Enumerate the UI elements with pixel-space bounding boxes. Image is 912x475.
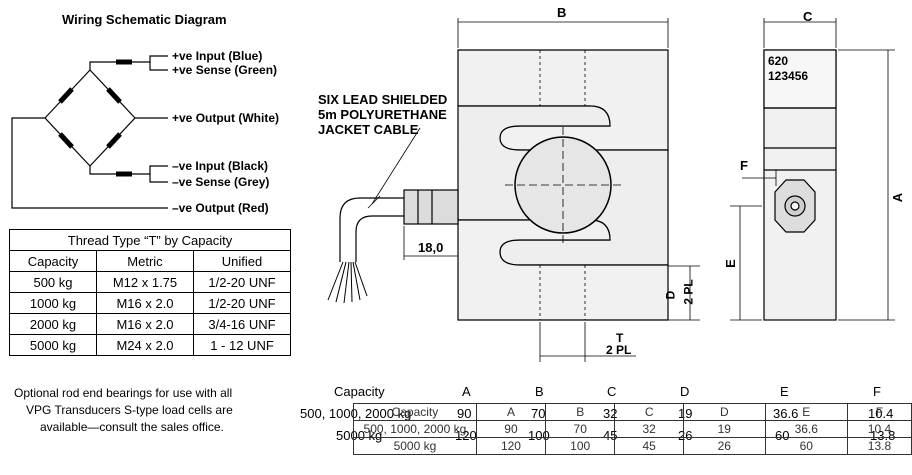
resistor-2	[106, 87, 122, 104]
thread-type-table: Thread Type “T” by Capacity Capacity Met…	[9, 229, 291, 356]
thread-cell: 5000 kg	[9, 334, 97, 356]
dimension-c-label: C	[803, 9, 813, 24]
resistor-1	[58, 87, 74, 104]
pos-input-label: +ve Input (Blue)	[172, 49, 263, 63]
ghost-cell: 5000 kg	[353, 437, 477, 455]
table-row: 500, 1000, 2000 kg 90 70 32 19 36.6 10.4	[353, 420, 912, 438]
dim-header-capacity: Capacity	[334, 384, 385, 399]
note-line-3: available—consult the sales office.	[40, 420, 224, 434]
side-dimension-lines	[730, 18, 895, 321]
dim-header-f: F	[873, 384, 881, 399]
wiring-title: Wiring Schematic Diagram	[62, 12, 227, 27]
ghost-cell: 32	[614, 420, 685, 438]
ghost-cell: C	[614, 403, 685, 421]
dim-header-a: A	[462, 384, 471, 399]
front-dimension-lines	[403, 18, 700, 362]
ghost-cell: B	[545, 403, 616, 421]
table-row: 5000 kg 120 100 45 26 60 13.8	[353, 437, 912, 455]
dimension-d-qty-label: 2 PL	[681, 279, 696, 305]
ghost-cell: 26	[683, 437, 766, 455]
ghost-cell: E	[764, 403, 848, 421]
ghost-cell: 90	[475, 420, 547, 438]
dimension-18-label: 18,0	[418, 240, 444, 255]
cable-label-line-3: JACKET CABLE	[318, 122, 419, 137]
thread-cell: M24 x 2.0	[96, 334, 194, 356]
ghost-cell: 13.8	[846, 437, 912, 455]
neg-sense-label: –ve Sense (Grey)	[172, 175, 270, 189]
table-row: 500 kg M12 x 1.75 1/2-20 UNF	[9, 271, 291, 293]
neg-input-label: –ve Input (Black)	[172, 159, 269, 173]
dimension-table-ghost: Capacity A B C D E F 500, 1000, 2000 kg …	[353, 403, 912, 455]
dim-header-d: D	[680, 384, 690, 399]
dimension-e-label: E	[722, 259, 738, 268]
note-line-2: VPG Transducers S-type load cells are	[26, 403, 233, 417]
ghost-cell: 45	[614, 437, 685, 455]
dimension-t-label: T	[616, 331, 624, 345]
cable-label-line-2: 5m POLYURETHANE	[318, 107, 447, 122]
dimension-d-label: D	[663, 290, 678, 300]
load-cell-side-view	[763, 49, 837, 321]
ghost-cell: 100	[545, 437, 616, 455]
dimension-t-qty-label: 2 PL	[606, 343, 632, 357]
neg-output-label: –ve Output (Red)	[172, 201, 269, 215]
note-line-1: Optional rod end bearings for use with a…	[14, 386, 233, 400]
thread-cell: 1000 kg	[9, 292, 97, 314]
pos-sense-label: +ve Sense (Green)	[172, 63, 278, 77]
ghost-cell: 10.4	[846, 420, 912, 438]
thread-cell: 1 - 12 UNF	[193, 334, 291, 356]
ghost-cell: 19	[683, 420, 766, 438]
cable-label-line-1: SIX LEAD SHIELDED	[318, 92, 448, 107]
wheatstone-bridge	[11, 55, 168, 209]
ghost-cell: 36.6	[764, 420, 848, 438]
resistor-3	[58, 132, 74, 149]
thread-cell: 2000 kg	[9, 313, 97, 335]
thread-header-unified: Unified	[193, 250, 291, 272]
dim-header-e: E	[780, 384, 789, 399]
side-label-serial: 123456	[768, 69, 809, 83]
thread-cell: 500 kg	[9, 271, 97, 293]
thread-cell: M16 x 2.0	[96, 313, 194, 335]
table-row: 1000 kg M16 x 2.0 1/2-20 UNF	[9, 292, 291, 314]
table-row: 2000 kg M16 x 2.0 3/4-16 UNF	[9, 313, 291, 335]
thread-table-title: Thread Type “T” by Capacity	[9, 229, 291, 251]
table-row: 5000 kg M24 x 2.0 1 - 12 UNF	[9, 334, 291, 356]
thread-header-capacity: Capacity	[9, 250, 97, 272]
dim-header-b: B	[535, 384, 544, 399]
dimension-b-label: B	[557, 5, 567, 20]
thread-cell: M12 x 1.75	[96, 271, 194, 293]
side-label-code: 620	[768, 54, 789, 68]
dimension-a-label: A	[890, 192, 906, 203]
ghost-cell: Capacity	[353, 403, 477, 421]
thread-cell: M16 x 2.0	[96, 292, 194, 314]
thread-header-metric: Metric	[96, 250, 194, 272]
dim-header-c: C	[607, 384, 617, 399]
ghost-cell: 60	[764, 437, 848, 455]
dimension-f-label: F	[740, 158, 748, 173]
load-cell-front-view	[327, 49, 669, 321]
thread-table-title-row: Thread Type “T” by Capacity	[9, 229, 291, 251]
thread-table-header-row: Capacity Metric Unified	[9, 250, 291, 272]
ghost-cell: 120	[475, 437, 547, 455]
ghost-cell: 70	[545, 420, 616, 438]
ghost-cell: F	[846, 403, 912, 421]
thread-cell: 1/2-20 UNF	[193, 292, 291, 314]
pos-output-label: +ve Output (White)	[172, 111, 279, 125]
thread-cell: 3/4-16 UNF	[193, 313, 291, 335]
ghost-cell: A	[475, 403, 547, 421]
ghost-cell: D	[683, 403, 766, 421]
resistor-4	[106, 132, 122, 149]
thread-cell: 1/2-20 UNF	[193, 271, 291, 293]
table-row: Capacity A B C D E F	[353, 403, 912, 421]
ghost-cell: 500, 1000, 2000 kg	[353, 420, 477, 438]
